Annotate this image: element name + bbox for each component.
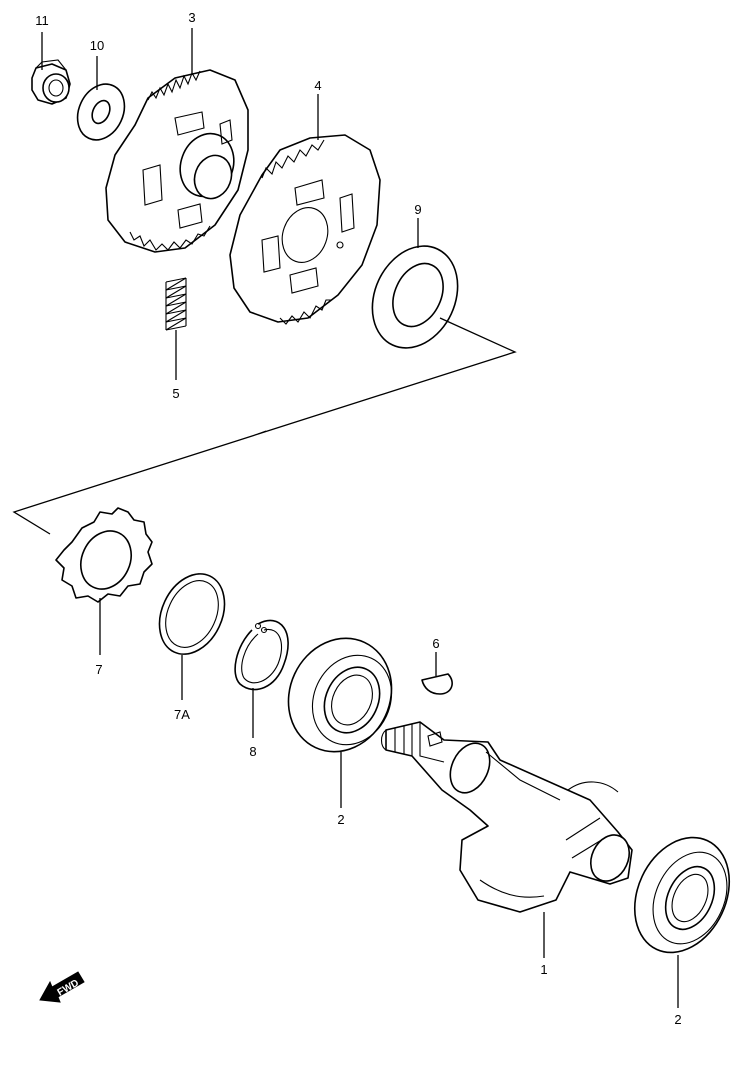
- callout-10: 10: [90, 38, 104, 53]
- thin-washer-icon: [158, 573, 226, 655]
- callout-2-upper: 2: [337, 812, 344, 827]
- callout-11: 11: [35, 13, 49, 28]
- fwd-label: FWD: [56, 978, 81, 999]
- callout-7: 7: [95, 662, 102, 677]
- woodruff-key-icon: [421, 673, 453, 695]
- coil-spring-icon: [165, 277, 187, 331]
- lock-washer-icon: [55, 507, 153, 603]
- callout-5: 5: [172, 386, 179, 401]
- callout-4: 4: [314, 78, 321, 93]
- callout-7a: 7A: [174, 707, 190, 722]
- drive-gear-icon: [105, 69, 249, 253]
- callout-1: 1: [540, 962, 547, 977]
- callout-labels: 11 10 3 4 9 5 7 7A 8 2 6 1 2: [35, 10, 681, 1027]
- circlip-icon: [234, 619, 289, 691]
- ball-bearing-icon-lower: [633, 836, 731, 954]
- callout-9: 9: [414, 202, 421, 217]
- leader-lines: [41, 28, 679, 1008]
- callout-3: 3: [188, 10, 195, 25]
- driven-gear-icon: [229, 134, 381, 325]
- callout-6: 6: [432, 636, 439, 651]
- fwd-arrow-icon: FWD: [39, 971, 85, 1003]
- callout-8: 8: [249, 744, 256, 759]
- shim-washer-icon: [371, 245, 459, 349]
- callout-2-lower: 2: [674, 1012, 681, 1027]
- ball-bearing-icon-upper: [287, 637, 393, 753]
- flange-nut-icon: [31, 59, 71, 105]
- flat-washer-icon: [76, 83, 126, 141]
- crank-shaft-icon: [380, 721, 633, 913]
- assembly-separator-line: [12, 317, 517, 535]
